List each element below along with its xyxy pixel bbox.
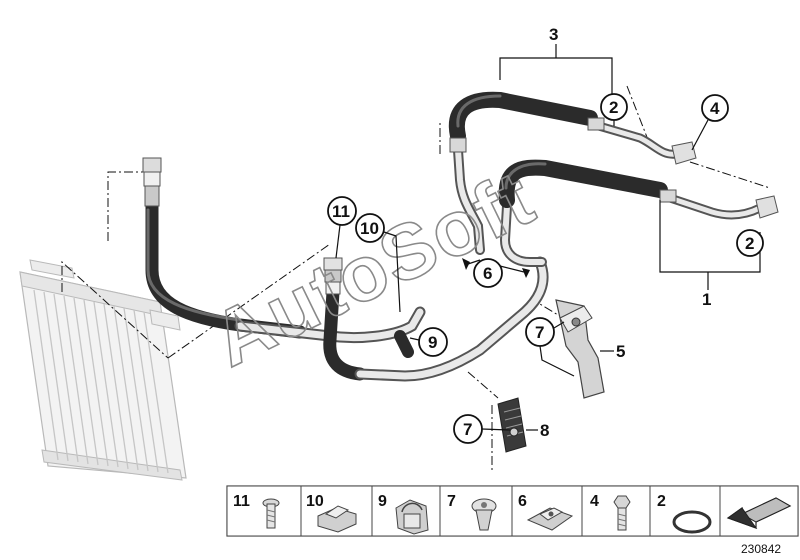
legend-item-2[interactable]: 2 [649, 485, 721, 537]
legend-item-4[interactable]: 4 [581, 485, 651, 537]
arrow-icon [726, 497, 792, 529]
callout-circle-9 [418, 327, 448, 357]
callout-circle-6 [473, 258, 503, 288]
callout-7b: 7 [463, 420, 472, 439]
hex-bolt-icon [613, 495, 631, 531]
legend-item-7[interactable]: 7 [439, 485, 513, 537]
callout-5: 5 [616, 342, 625, 361]
clamp-icon [395, 499, 429, 535]
callout-circle-11 [327, 196, 357, 226]
callout-8: 8 [540, 421, 549, 440]
parts-legend: 11 10 9 [226, 485, 799, 537]
callout-9: 9 [428, 333, 437, 352]
callouts: 3 1 2 4 2 11 10 6 9 [327, 25, 764, 444]
o-ring-icon [672, 510, 712, 534]
callout-circle-2b [736, 229, 764, 257]
callout-circle-4 [701, 94, 729, 122]
legend-number-9: 9 [378, 493, 387, 510]
legend-item-11[interactable]: 11 [226, 485, 302, 537]
legend-number-10: 10 [306, 493, 324, 510]
legend-item-9[interactable]: 9 [371, 485, 441, 537]
spring-nut-icon [526, 507, 574, 531]
callout-3: 3 [549, 25, 558, 44]
bolt-icon [262, 498, 280, 529]
bracket-8 [497, 397, 527, 453]
center-lower-line [234, 256, 549, 382]
expanding-rivet-icon [471, 498, 497, 531]
callout-2b: 2 [745, 234, 754, 253]
callout-2a: 2 [609, 98, 618, 117]
upper-hose-b [498, 159, 779, 267]
legend-item-6[interactable]: 6 [511, 485, 583, 537]
legend-number-7: 7 [447, 493, 456, 510]
callout-circle-10 [355, 213, 385, 243]
legend-number-11: 11 [233, 493, 250, 510]
callout-6: 6 [483, 264, 492, 283]
callout-4: 4 [710, 99, 720, 118]
left-hose [142, 157, 307, 339]
callout-11: 11 [332, 202, 350, 221]
oil-cooler [19, 259, 187, 481]
legend-number-4: 4 [590, 493, 599, 510]
clip-icon [317, 505, 357, 533]
diagram-id: 230842 [741, 542, 781, 556]
callout-1: 1 [702, 290, 711, 309]
legend-item-arrow[interactable] [719, 485, 799, 537]
legend-number-6: 6 [518, 493, 527, 510]
callout-10: 10 [360, 219, 379, 238]
callout-7a: 7 [535, 323, 544, 342]
bracket-5 [555, 299, 605, 399]
legend-number-2: 2 [657, 493, 666, 510]
upper-hose-a [448, 91, 697, 255]
legend-item-10[interactable]: 10 [300, 485, 373, 537]
